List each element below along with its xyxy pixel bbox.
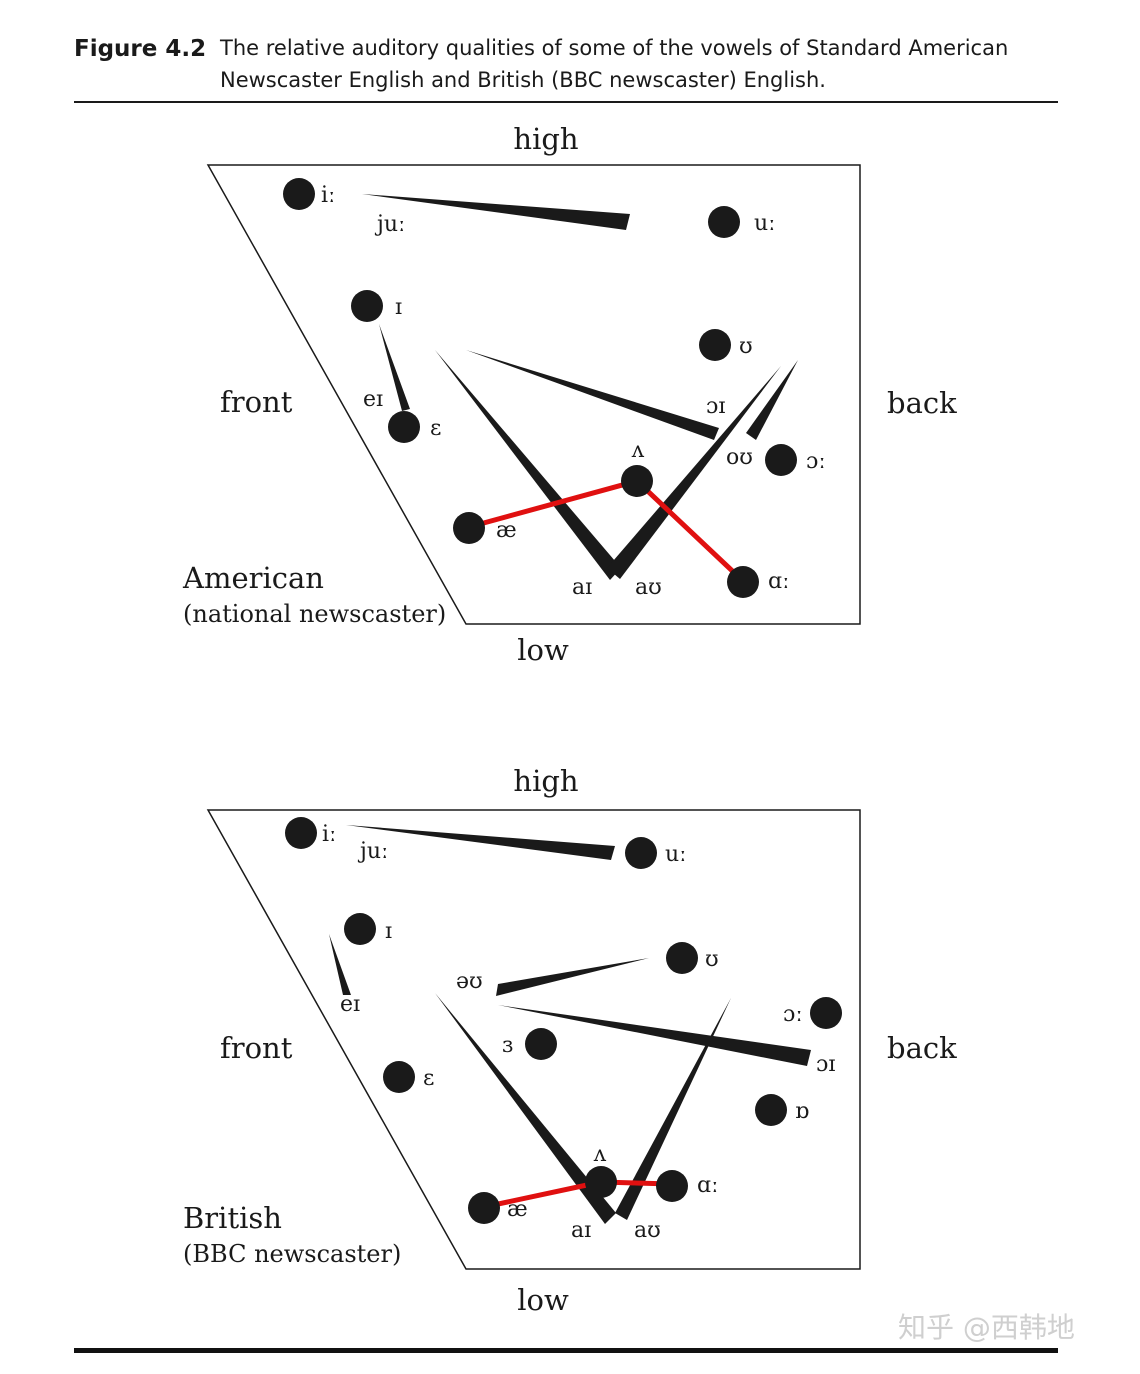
american-diphthong-ju-wedge — [362, 194, 630, 230]
british-diphthong-ju-label: juː — [357, 839, 388, 864]
british-vowel-e-dot — [383, 1061, 415, 1093]
american-vowel-o-label: ɔː — [806, 449, 826, 474]
british-vowel-er-label: ɜ — [502, 1033, 513, 1058]
british-vowel-uh-label: ʊ — [705, 947, 719, 972]
british-vowel-wedge-dot — [585, 1166, 617, 1198]
american-vowel-uh-label: ʊ — [739, 334, 753, 359]
british-vowel-e-label: ɛ — [423, 1066, 434, 1091]
american-diphthong-ou-wedge — [746, 360, 798, 440]
american-vowel-a-label: ɑː — [768, 569, 790, 594]
american-vowel-e-dot — [388, 411, 420, 443]
british-vowel-ih-label: ɪ — [385, 919, 392, 944]
american-high-label: high — [513, 122, 578, 156]
british-diphthong-ou-label: əʊ — [456, 969, 483, 994]
british-diagram: high low front back British (BBC newscas… — [183, 764, 957, 1317]
british-diphthong-ju-wedge — [346, 825, 615, 860]
american-vowel-e-label: ɛ — [430, 416, 441, 441]
american-vowel-ae-label: æ — [496, 518, 517, 543]
bottom-rule — [74, 1348, 1058, 1353]
british-dialect-sublabel: (BBC newscaster) — [183, 1240, 401, 1268]
british-diphthong-oi-label: ɔɪ — [816, 1052, 835, 1077]
american-vowel-u-dot — [708, 206, 740, 238]
american-diphthong-ou-label: oʊ — [726, 445, 753, 470]
british-vowel-i-dot — [285, 817, 317, 849]
american-diphthong-au-wedge — [607, 366, 781, 579]
british-vowel-a-label: ɑː — [697, 1173, 719, 1198]
american-vowel-wedge-label: ʌ — [631, 438, 645, 463]
british-vowel-o-dot — [810, 997, 842, 1029]
american-vowel-a-dot — [727, 566, 759, 598]
british-diphthong-ou-wedge — [496, 958, 649, 996]
british-vowel-space-outline — [206, 809, 861, 1270]
british-diphthong-ei-label: eɪ — [340, 992, 360, 1017]
caption-rule — [74, 101, 1058, 103]
british-vowel-i-label: iː — [322, 822, 336, 847]
british-diphthong-ai-wedge — [435, 993, 616, 1224]
british-vowel-uh-dot — [666, 942, 698, 974]
british-diphthong-au-wedge — [615, 998, 731, 1220]
american-diphthong-ai-label: aɪ — [572, 575, 592, 600]
british-vowel-ae-label: æ — [507, 1197, 528, 1222]
british-low-label: low — [517, 1283, 569, 1317]
british-front-label: front — [220, 1031, 293, 1065]
american-vowel-wedge-dot — [621, 465, 653, 497]
american-vowel-i-label: iː — [321, 183, 335, 208]
american-vowel-uh-dot — [699, 329, 731, 361]
british-diphthong-oi-wedge — [498, 1005, 811, 1066]
american-vowel-o-dot — [765, 444, 797, 476]
american-vowel-space-outline — [206, 164, 861, 625]
american-vowel-u-label: uː — [754, 211, 776, 236]
american-diphthong-ai-wedge — [435, 350, 621, 580]
american-diphthong-ei-label: eɪ — [363, 387, 383, 412]
figure-label: Figure 4.2 — [74, 36, 207, 62]
british-vowel-u-dot — [625, 837, 657, 869]
british-vowel-er-dot — [525, 1028, 557, 1060]
caption-text-line2: Newscaster English and British (BBC news… — [220, 68, 826, 92]
american-front-label: front — [220, 385, 293, 419]
british-vowel-wedge-label: ʌ — [593, 1142, 607, 1167]
american-dialect-label: American — [182, 561, 324, 595]
american-vowel-i-dot — [283, 178, 315, 210]
british-vowel-a-dot — [656, 1170, 688, 1202]
caption-text-line1: The relative auditory qualities of some … — [220, 36, 1009, 60]
american-diphthong-ei-wedge — [379, 324, 410, 411]
american-diphthong-oi-wedge — [466, 350, 719, 440]
watermark: 知乎 @西韩地 — [898, 1311, 1075, 1344]
american-vowel-ae-dot — [453, 512, 485, 544]
american-diphthong-ju-label: juː — [374, 212, 405, 237]
british-vowel-q-label: ɒ — [795, 1099, 809, 1124]
british-back-label: back — [887, 1031, 957, 1065]
american-diphthong-au-label: aʊ — [635, 575, 662, 600]
british-vowel-q-dot — [755, 1094, 787, 1126]
british-diphthong-au-label: aʊ — [634, 1218, 661, 1243]
american-diphthong-oi-label: ɔɪ — [706, 394, 725, 419]
british-vowel-ae-dot — [468, 1192, 500, 1224]
british-diphthong-ai-label: aɪ — [571, 1218, 591, 1243]
american-low-label: low — [517, 633, 569, 667]
british-vowel-o-label: ɔː — [783, 1002, 803, 1027]
british-vowel-u-label: uː — [665, 842, 687, 867]
british-dialect-label: British — [183, 1201, 282, 1235]
american-vowel-ih-dot — [351, 290, 383, 322]
american-back-label: back — [887, 386, 957, 420]
british-diphthong-ei-wedge — [329, 934, 351, 995]
american-vowel-ih-label: ɪ — [395, 295, 402, 320]
american-dialect-sublabel: (national newscaster) — [183, 600, 446, 628]
british-vowel-ih-dot — [344, 913, 376, 945]
british-high-label: high — [513, 764, 578, 798]
american-diagram: high low front back American (national n… — [182, 122, 957, 667]
